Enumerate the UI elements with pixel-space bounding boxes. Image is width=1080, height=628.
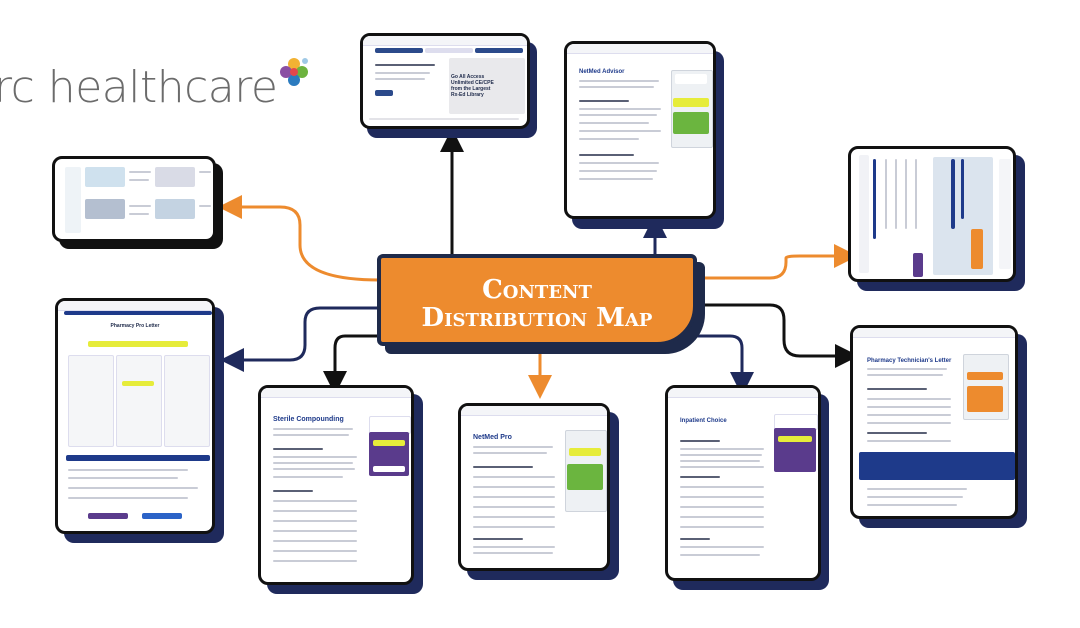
arrow-to-left-top <box>218 195 381 282</box>
center-title-box: Content Distribution Map <box>377 254 697 346</box>
card-right-top <box>848 146 1016 282</box>
card-top-webinar: Go All Access Unlimited CE/CPE from the … <box>360 33 530 129</box>
card-netmed-pro: NetMed Pro <box>458 403 610 571</box>
center-title-line1: Content <box>482 275 592 305</box>
card-middle-right: Inpatient Choice <box>665 385 821 581</box>
card-netmed-pro-headline: NetMed Pro <box>473 434 512 441</box>
arrow-to-left-pricing <box>220 306 380 372</box>
arrow-to-sterile <box>323 334 385 395</box>
card-inpatient-headline: Inpatient Choice <box>680 418 727 424</box>
card-netmed-advisor: NetMed Advisor <box>564 41 716 219</box>
card-sterile-headline: Sterile Compounding <box>273 416 344 423</box>
card-pharmacy-technician: Pharmacy Technician's Letter <box>850 325 1018 519</box>
card-sterile-compounding: Sterile Compounding <box>258 385 414 585</box>
brand-logo-flower-icon <box>280 58 308 86</box>
card-left-top <box>52 156 216 242</box>
card-top-webinar-headline: Go All Access Unlimited CE/CPE from the … <box>451 74 494 98</box>
arrow-to-right-top <box>698 244 858 280</box>
card-left-pricing-headline: Pharmacy Pro Letter <box>110 323 160 329</box>
arrow-to-inpatient <box>690 334 754 396</box>
card-technician-headline: Pharmacy Technician's Letter <box>867 358 952 364</box>
center-title-line2: Distribution Map <box>421 303 653 333</box>
card-netmed-advisor-headline: NetMed Advisor <box>579 69 625 75</box>
arrow-to-technician <box>697 303 859 368</box>
card-left-pricing: Pharmacy Pro Letter <box>55 298 215 534</box>
brand-logo-text: rc healthcare <box>0 62 278 113</box>
